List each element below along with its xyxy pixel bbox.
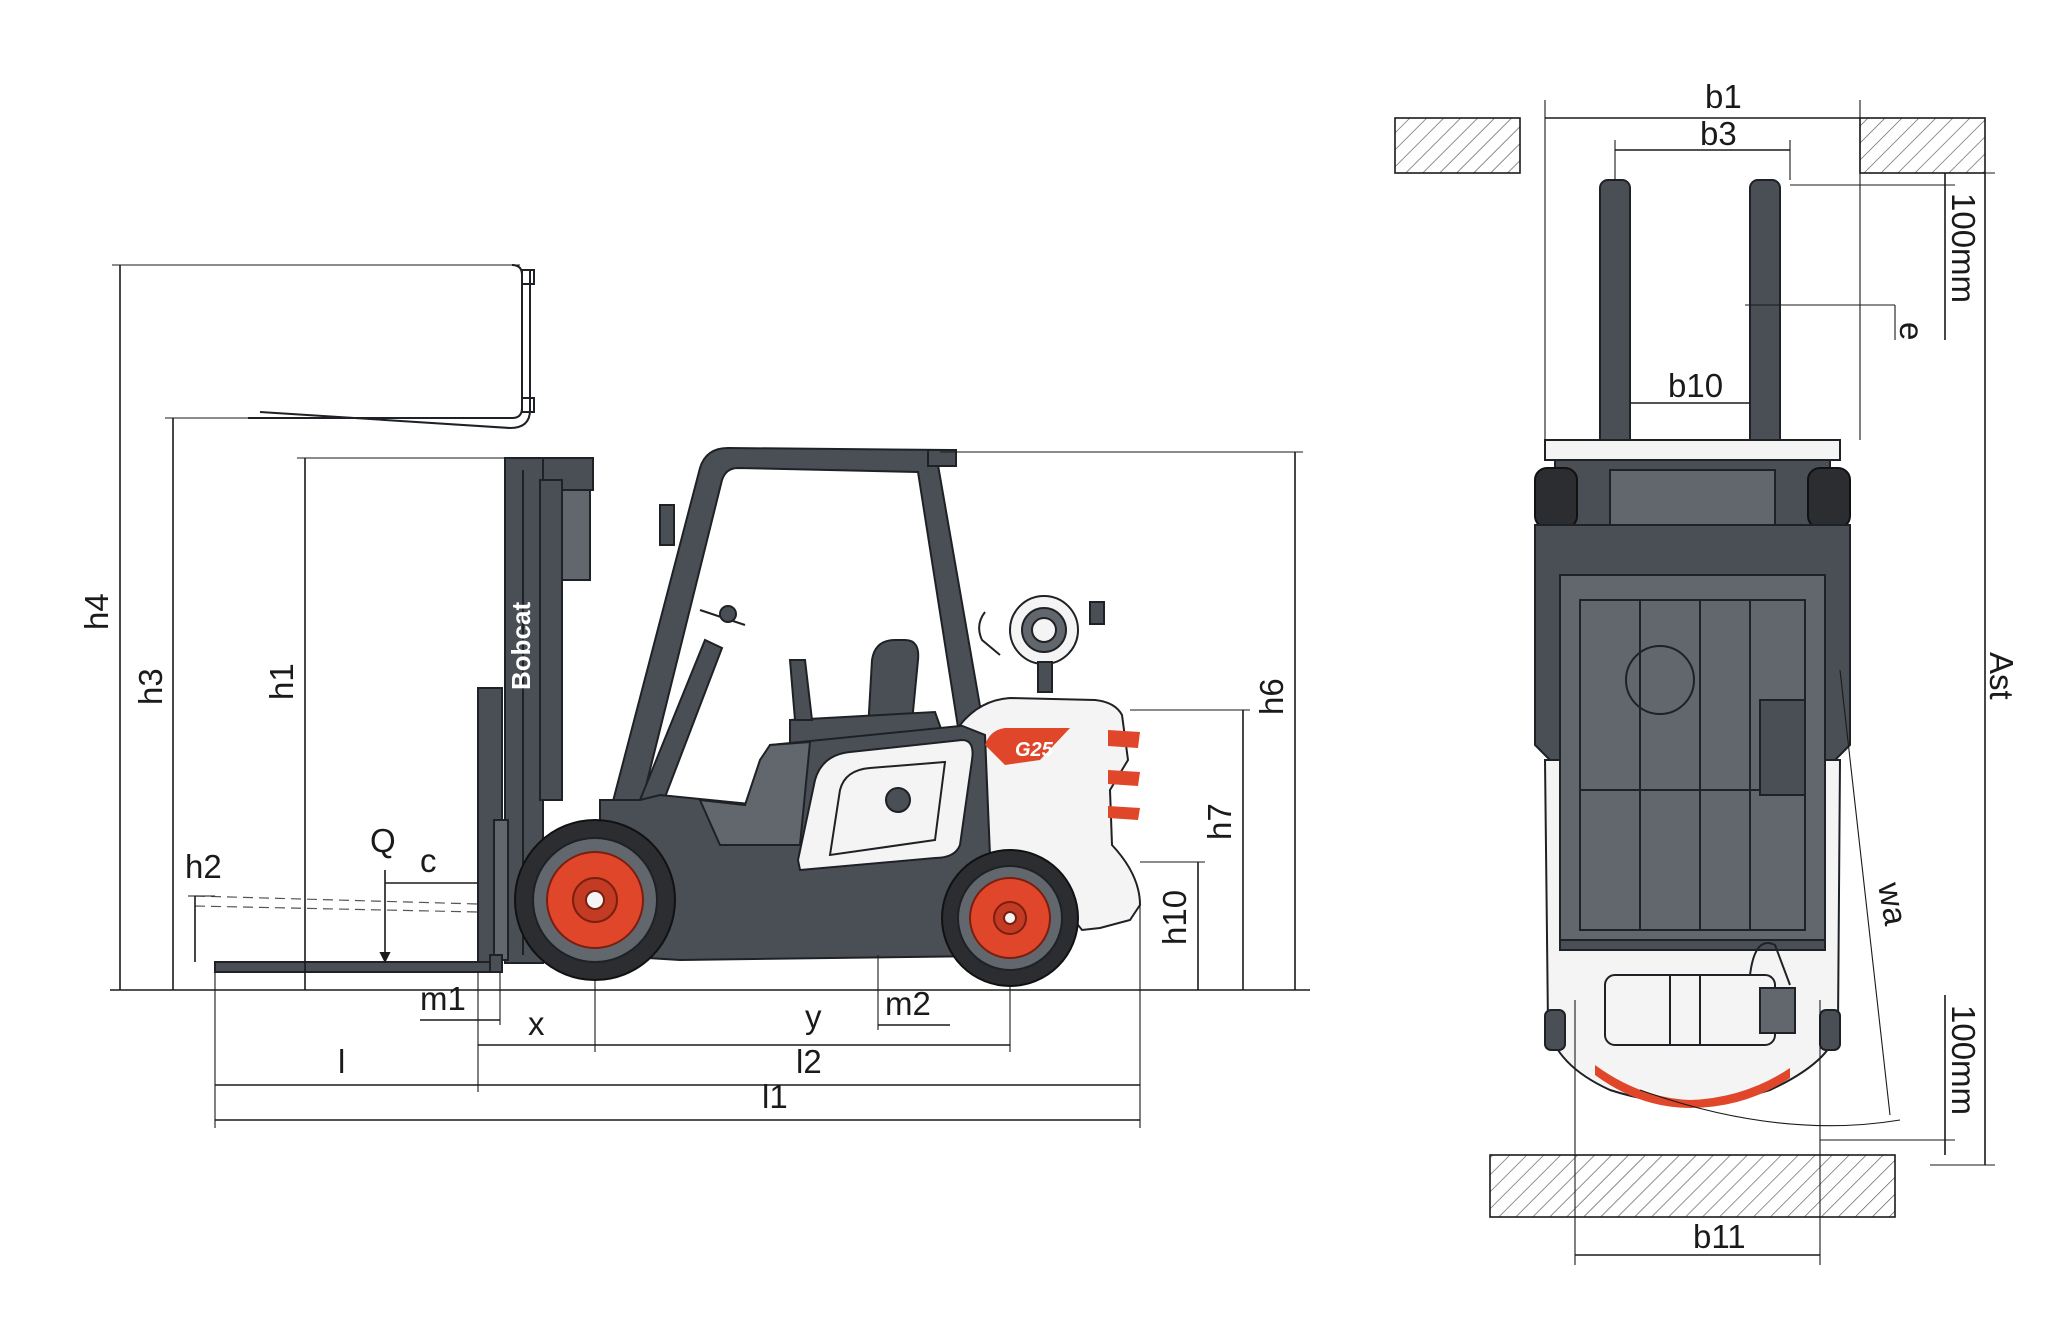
mast-brand-text: Bobcat	[506, 602, 536, 690]
label-c: c	[420, 842, 437, 879]
label-h2: h2	[185, 848, 222, 885]
label-Ast: Ast	[1983, 652, 2020, 700]
mast: Bobcat	[504, 457, 594, 964]
top-carriage-bar	[1544, 439, 1841, 461]
turning-radius-line	[1839, 669, 1891, 1116]
rear-wheel	[941, 849, 1079, 987]
wall-top-left	[1394, 117, 1521, 174]
label-e: e	[1893, 322, 1930, 340]
label-b3: b3	[1700, 115, 1737, 152]
steering-column	[638, 504, 746, 807]
raised-forks	[248, 264, 535, 430]
label-h7: h7	[1201, 803, 1238, 840]
label-m1: m1	[420, 980, 466, 1017]
side-panel	[796, 738, 974, 872]
turning-radius-arc	[1639, 1089, 1901, 1127]
top-front-wheel-left	[1534, 467, 1578, 529]
label-h3: h3	[132, 668, 169, 705]
top-view: b1 b3 b10 b11 e wa Ast 100mm 100mm	[1394, 78, 2020, 1265]
top-rear-wheel-left	[1544, 1009, 1566, 1051]
label-b11: b11	[1693, 1218, 1746, 1255]
top-rear-wheel-right	[1819, 1009, 1841, 1051]
load-dash-upper	[194, 895, 479, 905]
label-b10: b10	[1668, 367, 1723, 404]
label-x: x	[528, 1005, 545, 1042]
top-body	[1534, 524, 1851, 951]
top-lpg-tank	[1604, 942, 1796, 1046]
label-wa: wa	[1871, 879, 1915, 929]
label-l: l	[338, 1043, 345, 1080]
fork-carriage	[214, 687, 509, 973]
label-h6: h6	[1253, 678, 1290, 715]
load-dash-lower	[194, 905, 479, 913]
top-forks	[1599, 179, 1781, 451]
label-h10: h10	[1156, 890, 1193, 945]
label-h1: h1	[263, 663, 300, 700]
label-clearance-top: 100mm	[1945, 193, 1982, 303]
wall-top-right	[1859, 117, 1986, 174]
front-wheel	[514, 819, 676, 981]
label-b1: b1	[1705, 78, 1742, 115]
top-front-wheel-right	[1807, 467, 1851, 529]
label-Q: Q	[370, 822, 396, 859]
label-l2: l2	[796, 1043, 822, 1080]
label-l1: l1	[762, 1078, 788, 1115]
label-m2: m2	[885, 985, 931, 1022]
label-clearance-bottom: 100mm	[1945, 1005, 1982, 1115]
label-h4: h4	[78, 593, 115, 630]
label-y: y	[805, 998, 822, 1035]
horizontal-dimensions	[214, 905, 1141, 1128]
vertical-dimensions	[112, 264, 1303, 990]
top-dimensions	[1544, 100, 1995, 1265]
wall-bottom	[1489, 1154, 1896, 1218]
lpg-tank	[978, 595, 1105, 693]
model-badge: G25	[1015, 739, 1054, 761]
side-view: Bobcat	[78, 264, 1310, 1128]
